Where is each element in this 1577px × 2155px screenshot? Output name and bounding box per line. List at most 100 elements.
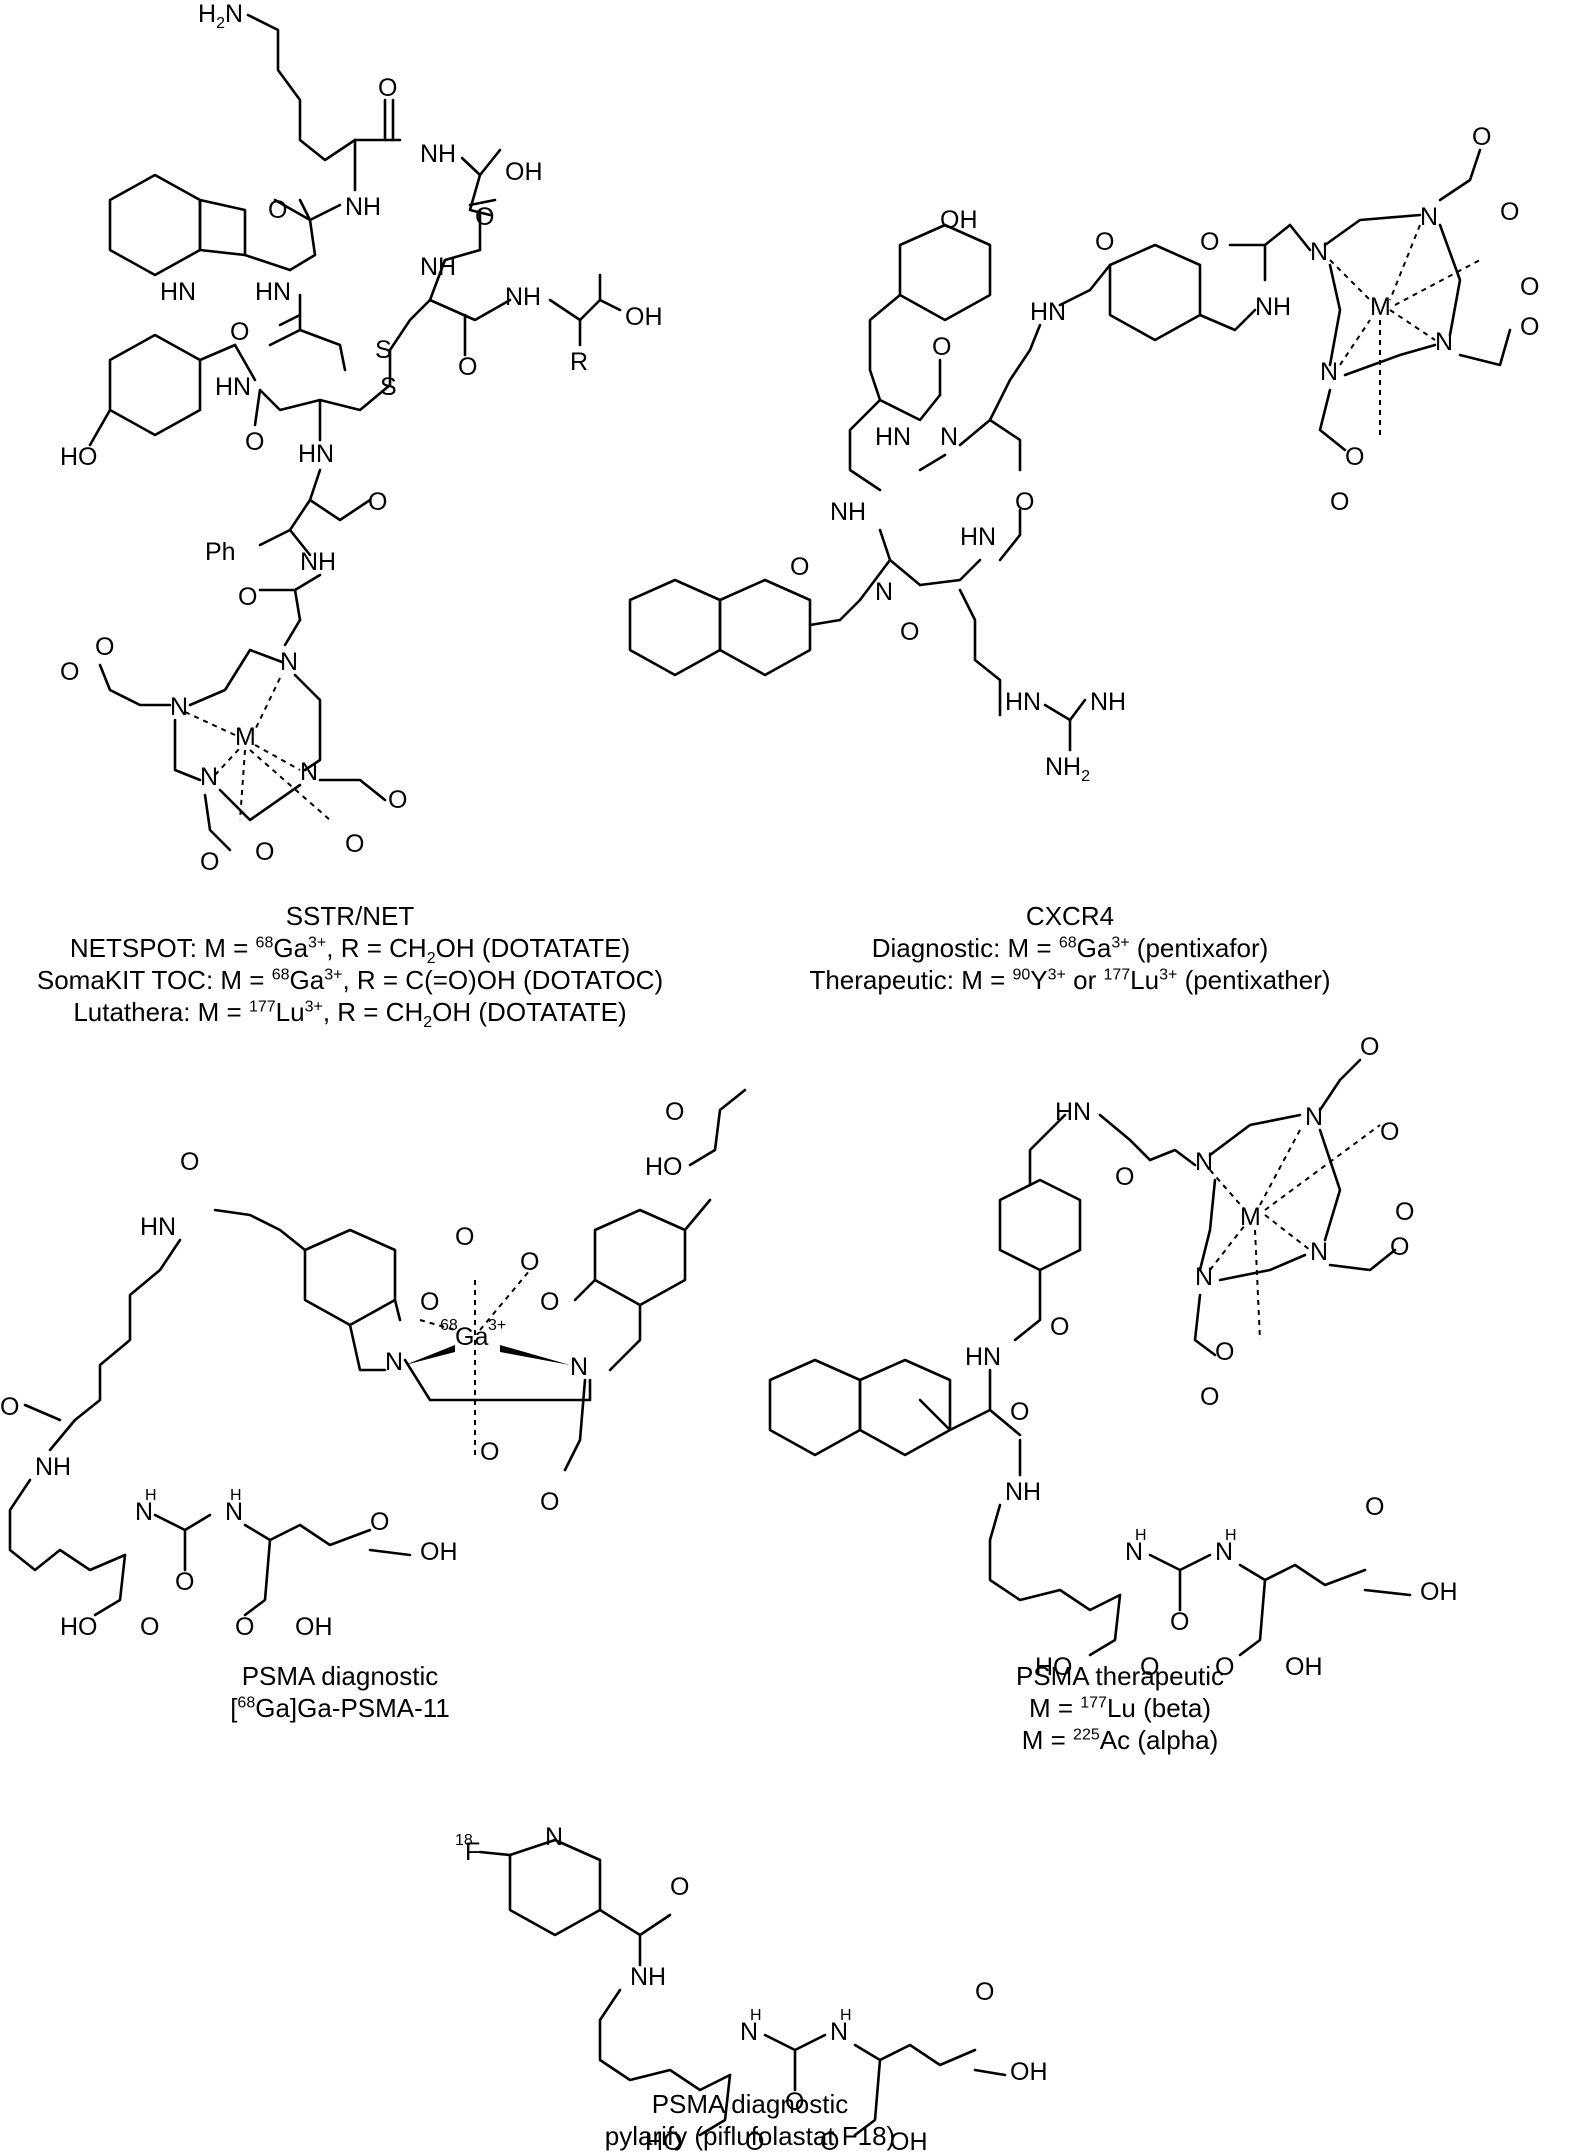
svg-text:N: N — [1215, 1538, 1233, 1566]
pylarify-caption: PSMA diagnostic pylarify (piflufolastat … — [560, 2088, 940, 2152]
svg-text:O: O — [95, 633, 114, 661]
svg-text:NH: NH — [420, 253, 456, 281]
svg-text:O: O — [745, 2128, 764, 2155]
svg-text:S: S — [375, 336, 392, 364]
svg-text:O: O — [180, 1148, 199, 1176]
svg-text:O: O — [238, 583, 257, 611]
cxcr4-diagnostic-line: Diagnostic: M = 68Ga3+ (pentixafor) — [871, 933, 1269, 963]
svg-text:O: O — [345, 830, 364, 858]
svg-text:NH: NH — [505, 283, 541, 311]
svg-text:O: O — [1050, 1313, 1069, 1341]
svg-text:O: O — [1200, 228, 1219, 256]
psma-tx-caption: PSMA therapeutic M = 177Lu (beta) M = 22… — [970, 1660, 1270, 1756]
svg-text:HN: HN — [140, 1213, 176, 1241]
svg-text:O: O — [235, 1613, 254, 1641]
pylarify-title: PSMA diagnostic — [651, 2089, 849, 2119]
svg-text:N: N — [570, 1353, 588, 1381]
svg-text:OH: OH — [625, 303, 663, 331]
psma-dx-caption: PSMA diagnostic [68Ga]Ga-PSMA-11 — [180, 1660, 500, 1724]
cxcr4-title: CXCR4 — [1025, 901, 1115, 931]
svg-text:O: O — [1215, 1653, 1234, 1681]
svg-text:NH: NH — [1090, 688, 1126, 716]
psma-dx-title: PSMA diagnostic — [241, 1661, 439, 1691]
svg-text:O: O — [1380, 1118, 1399, 1146]
psma-tx-title: PSMA therapeutic — [1015, 1661, 1225, 1691]
svg-text:NH: NH — [1255, 293, 1291, 321]
svg-text:N: N — [135, 1498, 153, 1526]
svg-text:NH: NH — [830, 498, 866, 526]
svg-text:O: O — [268, 196, 287, 224]
svg-text:M: M — [1240, 1203, 1261, 1231]
svg-text:O: O — [255, 838, 274, 866]
svg-text:O: O — [1010, 1398, 1029, 1426]
svg-text:O: O — [975, 1978, 994, 2006]
svg-text:O: O — [0, 1393, 19, 1421]
svg-text:O: O — [370, 1508, 389, 1536]
svg-text:HO: HO — [60, 1613, 98, 1641]
svg-text:OH: OH — [295, 1613, 333, 1641]
svg-text:O: O — [1140, 1653, 1159, 1681]
sstr-lutathera-line: Lutathera: M = 177Lu3+, R = CH2OH (DOTAT… — [73, 997, 627, 1032]
svg-text:O: O — [1520, 313, 1539, 341]
svg-text:O: O — [475, 203, 494, 231]
sstr-atom-nh: NH — [420, 140, 456, 168]
svg-text:NH: NH — [345, 193, 381, 221]
svg-text:O: O — [1330, 488, 1349, 516]
svg-text:O: O — [140, 1613, 159, 1641]
svg-text:O: O — [1215, 1338, 1234, 1366]
svg-text:F: F — [465, 1838, 480, 1866]
svg-text:O: O — [175, 1568, 194, 1596]
svg-text:O: O — [388, 786, 407, 814]
svg-text:O: O — [820, 2128, 839, 2155]
svg-text:HN: HN — [1055, 1098, 1091, 1126]
svg-text:3+: 3+ — [488, 1317, 506, 1334]
svg-text:O: O — [458, 353, 477, 381]
svg-text:NH2: NH2 — [1045, 753, 1090, 785]
svg-text:O: O — [245, 428, 264, 456]
svg-text:N: N — [1305, 1103, 1323, 1131]
psma-tx-structure: HN O N N M N N O O O O O O O HN O — [768, 1033, 1458, 1681]
svg-text:O: O — [230, 318, 249, 346]
svg-text:HN: HN — [298, 440, 334, 468]
svg-text:N: N — [875, 578, 893, 606]
svg-text:N: N — [200, 763, 218, 791]
svg-text:N: N — [1435, 328, 1453, 356]
psma-dx-subtitle: [68Ga]Ga-PSMA-11 — [230, 1693, 450, 1723]
svg-text:N: N — [1195, 1263, 1213, 1291]
svg-text:O: O — [1395, 1198, 1414, 1226]
svg-text:H: H — [1135, 1527, 1147, 1544]
svg-text:HN: HN — [960, 523, 996, 551]
svg-text:N: N — [740, 2018, 758, 2046]
svg-text:O: O — [378, 74, 397, 102]
svg-text:O: O — [1500, 198, 1519, 226]
svg-text:HN: HN — [160, 278, 196, 306]
svg-text:HN: HN — [215, 373, 251, 401]
svg-text:HN: HN — [1005, 688, 1041, 716]
svg-text:N: N — [1320, 358, 1338, 386]
svg-text:H: H — [840, 2007, 852, 2024]
svg-text:HN: HN — [255, 278, 291, 306]
svg-text:HN: HN — [1030, 298, 1066, 326]
sstr-somakit-line: SomaKIT TOC: M = 68Ga3+, R = C(=O)OH (DO… — [36, 965, 664, 995]
svg-text:OH: OH — [420, 1538, 458, 1566]
svg-text:N: N — [225, 1498, 243, 1526]
svg-text:H: H — [750, 2007, 762, 2024]
svg-text:O: O — [1095, 228, 1114, 256]
svg-text:N: N — [170, 693, 188, 721]
svg-text:Ph: Ph — [205, 538, 236, 566]
svg-text:OH: OH — [505, 158, 543, 186]
svg-text:NH: NH — [630, 1963, 666, 1991]
svg-text:NH: NH — [35, 1453, 71, 1481]
svg-text:O: O — [1015, 488, 1034, 516]
svg-text:O: O — [1472, 123, 1491, 151]
svg-text:O: O — [900, 618, 919, 646]
svg-text:N: N — [1125, 1538, 1143, 1566]
svg-text:O: O — [790, 553, 809, 581]
sstr-netspot-line: NETSPOT: M = 68Ga3+, R = CH2OH (DOTATATE… — [69, 933, 631, 968]
svg-text:S: S — [380, 373, 397, 401]
svg-text:OH: OH — [1420, 1578, 1458, 1606]
svg-text:N: N — [1420, 203, 1438, 231]
psma-tx-ac-line: M = 225Ac (alpha) — [1021, 1725, 1219, 1755]
svg-text:O: O — [1365, 1493, 1384, 1521]
